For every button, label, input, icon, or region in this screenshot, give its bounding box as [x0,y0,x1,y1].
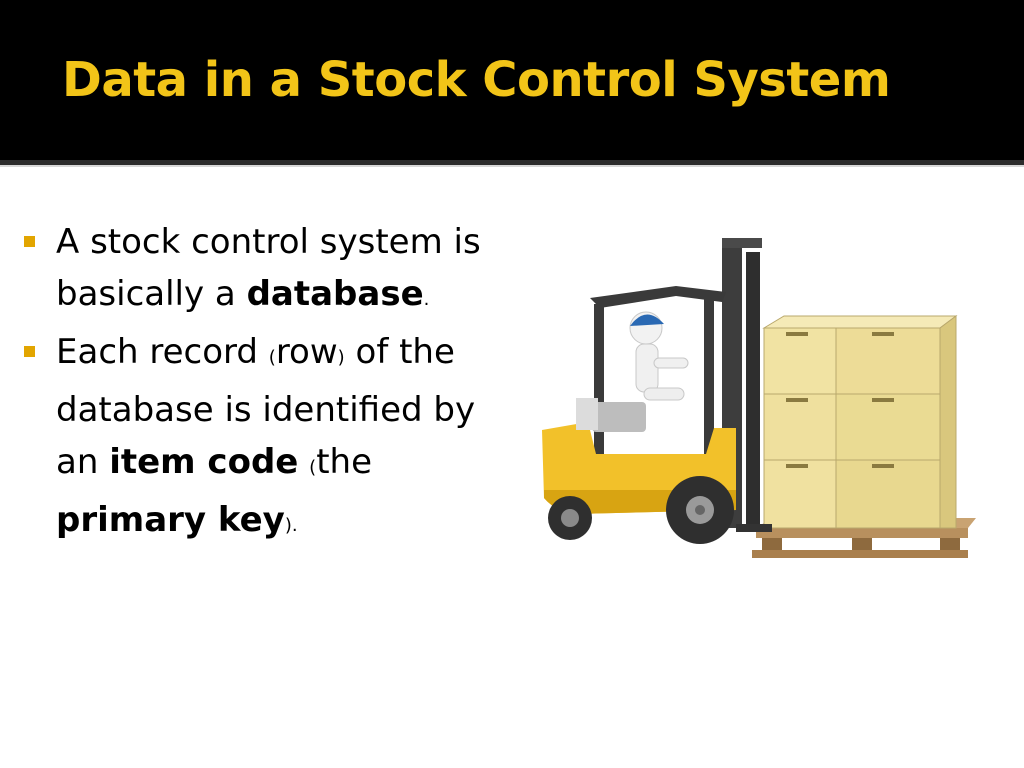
bullet-item-2: Each record (row) of the database is ide… [20,326,520,552]
title-divider [0,160,1024,165]
forklift-wheels [548,476,734,544]
driver-figure [629,311,689,401]
title-bar: Data in a Stock Control System [0,0,1024,160]
paren-open: ( [309,457,317,478]
bullet-text: Each record [56,332,269,372]
bullet-text: row [275,332,338,372]
bullet-text: of the database is identified by an [56,332,476,482]
bullet-bold-text: item code [109,442,299,482]
bullet-square-icon [24,236,35,247]
bullet-bold-text: database [246,274,424,314]
title-divider-highlight [0,165,1024,167]
slide-title: Data in a Stock Control System [62,52,891,108]
paren-close: ) [337,347,345,368]
bullet-square-icon [24,346,35,357]
bullet-text [298,442,309,482]
bullet-tail: . [423,289,430,310]
bullet-item-1: A stock control system is basically a da… [20,216,520,326]
bullet-bold-text: primary key [56,500,285,540]
cardboard-boxes [762,315,958,529]
forklift-cab [590,286,726,454]
bullet-text: A stock control system is basically a [56,222,481,314]
paren-open: ( [268,347,276,368]
forklift-with-boxes-icon [542,238,976,558]
bullet-tail: ). [284,515,298,536]
bullet-text: the [316,442,373,482]
bullet-list: A stock control system is basically a da… [20,216,520,552]
